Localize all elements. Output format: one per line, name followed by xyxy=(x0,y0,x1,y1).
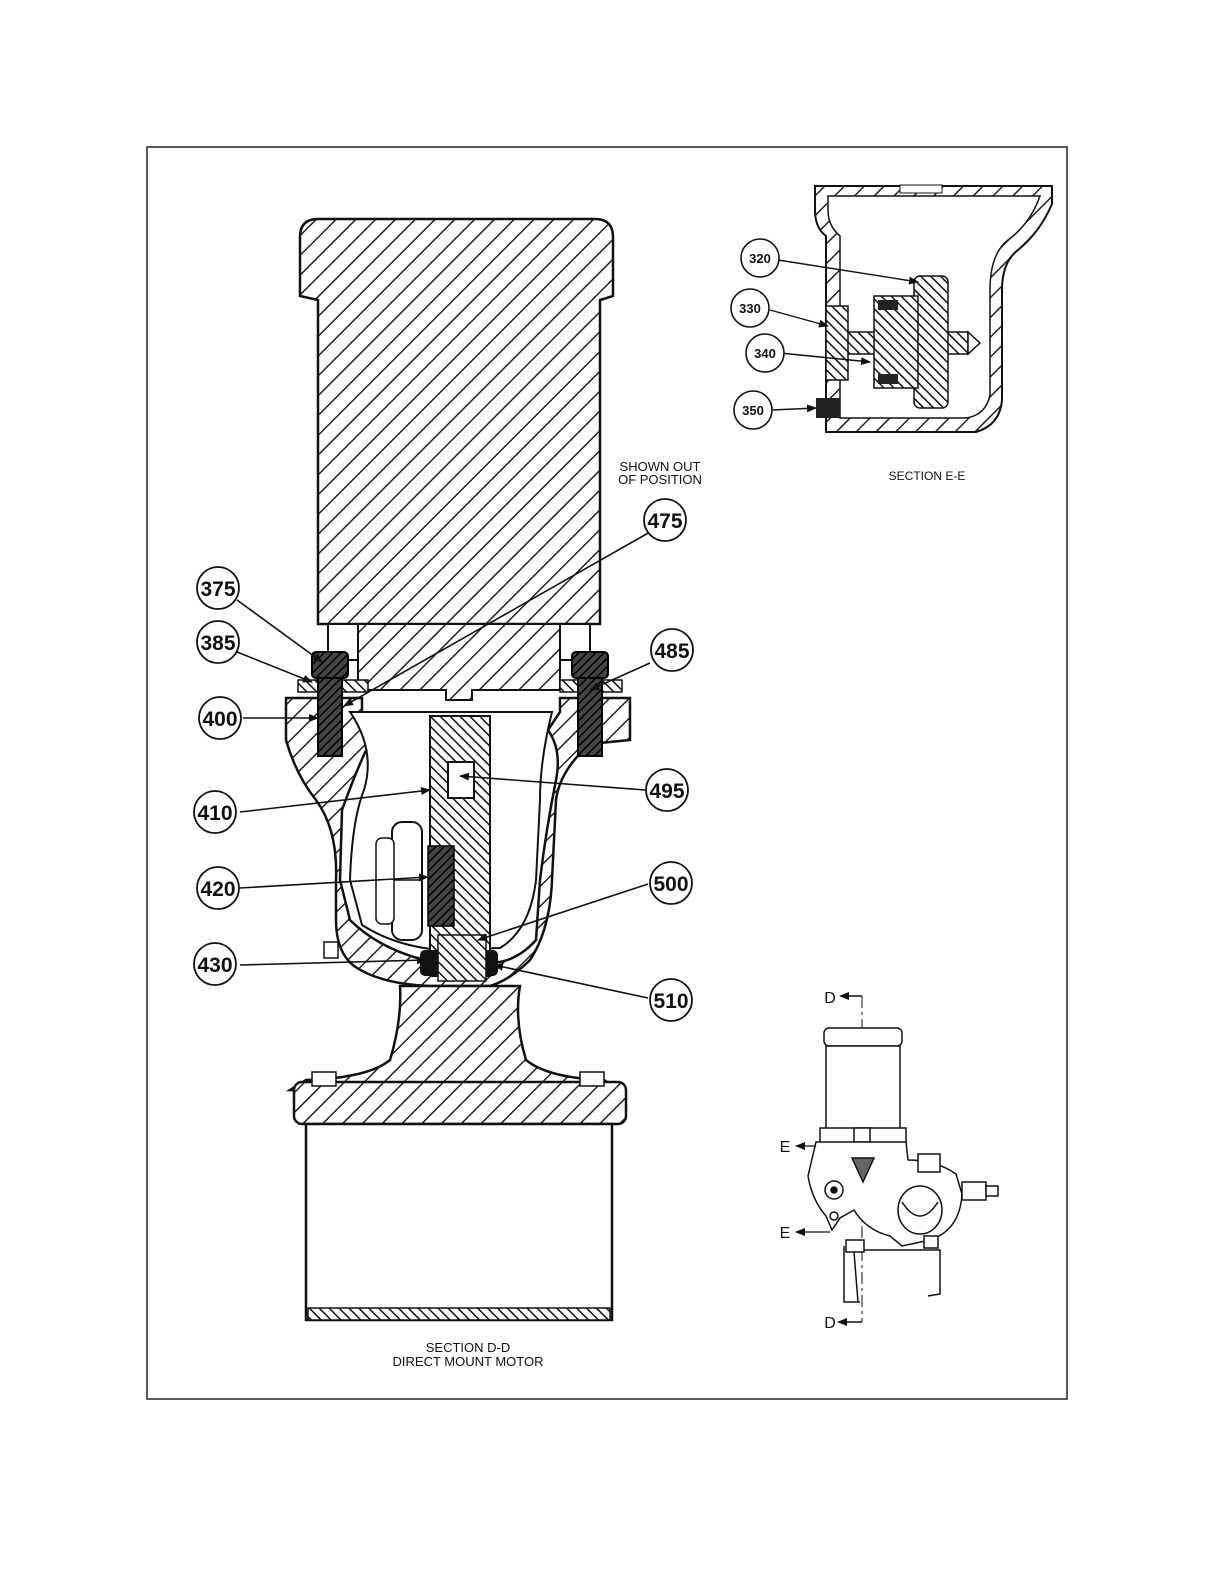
section-dd-title: SECTION D-D xyxy=(426,1340,511,1355)
nut-left xyxy=(312,652,348,678)
ee-gear xyxy=(914,276,948,408)
svg-text:400: 400 xyxy=(202,708,237,731)
section-dd-subtitle: DIRECT MOUNT MOTOR xyxy=(393,1354,544,1369)
svg-text:320: 320 xyxy=(749,251,771,266)
balloon-375: 375 xyxy=(197,567,239,609)
cut-label-e-bottom: E xyxy=(780,1225,791,1242)
cut-label-e-top: E xyxy=(780,1139,791,1156)
svg-text:420: 420 xyxy=(200,878,235,901)
svg-text:330: 330 xyxy=(739,301,761,316)
section-ee-drawing xyxy=(815,185,1052,432)
svg-text:510: 510 xyxy=(653,990,688,1013)
balloon-400: 400 xyxy=(199,697,241,739)
svg-text:430: 430 xyxy=(197,954,232,977)
tank-bottom xyxy=(308,1308,610,1320)
balloon-485: 485 xyxy=(651,629,693,671)
section-dd-drawing xyxy=(286,219,630,1320)
svg-text:375: 375 xyxy=(200,578,235,601)
base-flange xyxy=(294,1082,626,1124)
balloon-385: 385 xyxy=(197,621,239,663)
svg-text:475: 475 xyxy=(647,510,682,533)
ee-plug-350 xyxy=(816,398,840,418)
nut-right xyxy=(572,652,608,678)
section-ee-title: SECTION E-E xyxy=(889,469,966,483)
motor-body xyxy=(300,219,613,624)
cut-label-d-bottom: D xyxy=(824,1315,836,1332)
key-view-drawing xyxy=(808,996,998,1322)
svg-text:500: 500 xyxy=(653,873,688,896)
balloon-340: 340 xyxy=(746,334,784,372)
balloon-510: 510 xyxy=(650,979,692,1021)
balloon-330: 330 xyxy=(731,289,769,327)
bearing-base xyxy=(438,935,486,981)
balloon-350: 350 xyxy=(734,391,772,429)
pedestal xyxy=(290,986,620,1090)
motor-shaft-boss xyxy=(358,624,560,700)
side-plug xyxy=(324,942,338,958)
svg-text:340: 340 xyxy=(754,346,776,361)
svg-text:495: 495 xyxy=(649,780,684,803)
balloon-500: 500 xyxy=(650,862,692,904)
cut-label-d-top: D xyxy=(824,990,836,1007)
rotor-lobe xyxy=(392,822,422,940)
rotor-stub xyxy=(376,838,394,924)
balloon-475: 475 xyxy=(644,499,686,541)
balloon-410: 410 xyxy=(194,791,236,833)
svg-text:350: 350 xyxy=(742,403,764,418)
balloon-495: 495 xyxy=(646,769,688,811)
balloon-420: 420 xyxy=(197,867,239,909)
ee-plug-330 xyxy=(826,306,848,380)
balloon-430: 430 xyxy=(194,943,236,985)
note-shown-out-line2: OF POSITION xyxy=(618,472,702,487)
balloon-320: 320 xyxy=(741,239,779,277)
tank-body xyxy=(306,1124,612,1320)
shaft-sleeve xyxy=(428,846,454,926)
svg-text:385: 385 xyxy=(200,632,235,655)
svg-text:410: 410 xyxy=(197,802,232,825)
coupling-key xyxy=(448,762,474,798)
svg-text:485: 485 xyxy=(654,640,689,663)
